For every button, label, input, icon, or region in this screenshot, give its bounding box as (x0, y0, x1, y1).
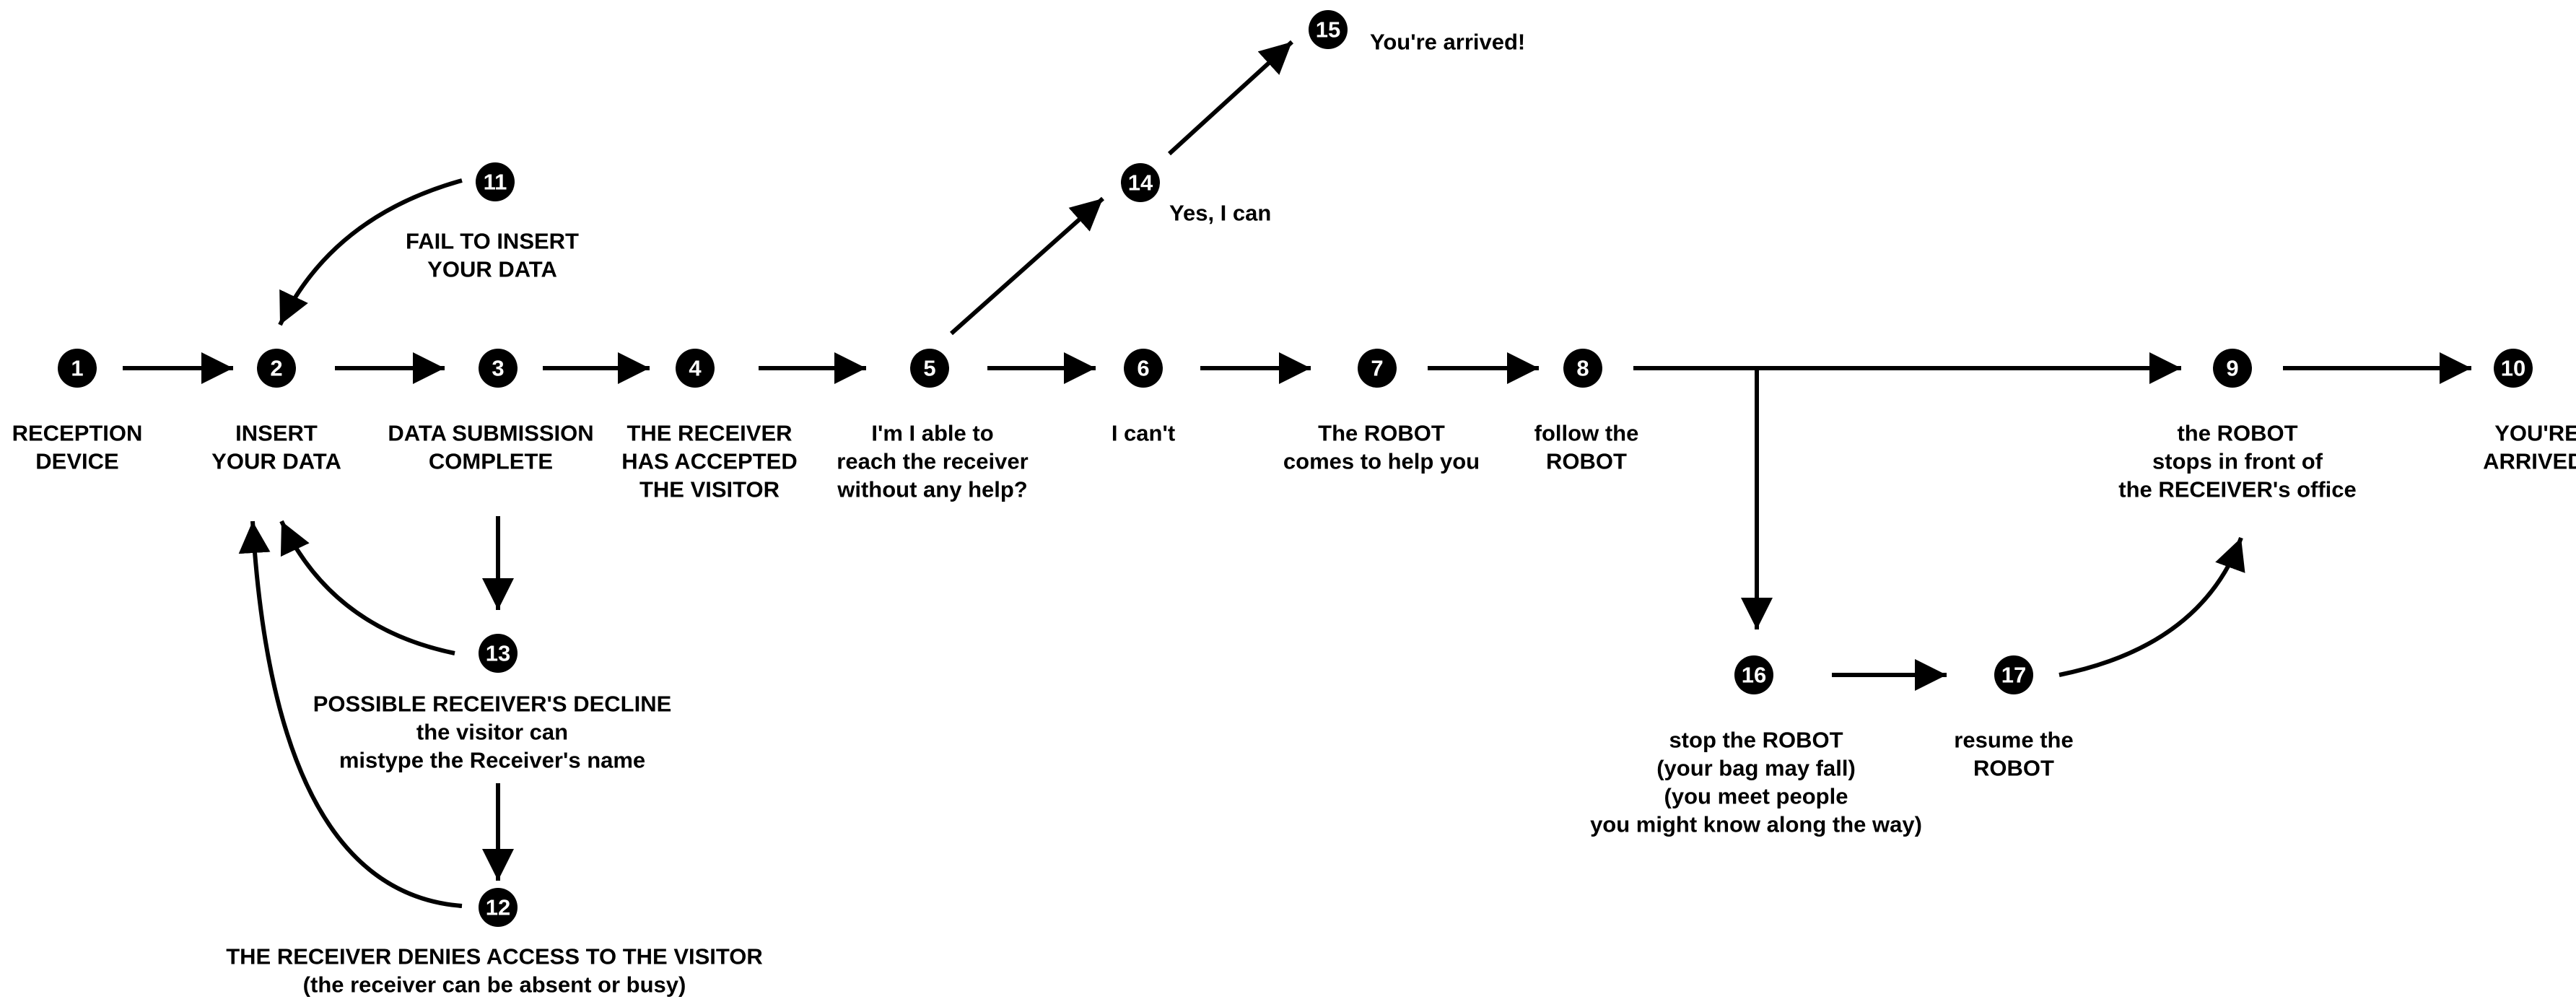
node-4-circle (676, 349, 715, 388)
arrow-11-to-2 (278, 178, 463, 326)
node-10-circle (2494, 349, 2533, 388)
arrow-17-to-9 (2058, 536, 2245, 677)
node-1-label-line: DEVICE (35, 449, 118, 474)
connectors (123, 40, 2471, 908)
node-16-label-line: (your bag may fall) (1656, 756, 1856, 781)
node-13-number: 13 (486, 641, 510, 666)
node-7-circle (1358, 349, 1397, 388)
node-3-circle (479, 349, 518, 388)
node-8-number: 8 (1576, 356, 1589, 381)
node-11-circle (476, 162, 515, 201)
node-7-number: 7 (1371, 356, 1383, 381)
node-9-label-line: the ROBOT (2177, 421, 2297, 446)
node-8-circle (1563, 349, 1602, 388)
node-3-number: 3 (492, 356, 504, 381)
node-10-number: 10 (2501, 356, 2525, 381)
node-2-label-line: YOUR DATA (211, 449, 341, 474)
node-13-label-line: the visitor can (416, 720, 568, 745)
node-4-number: 4 (689, 356, 702, 381)
node-12-label-line: (the receiver can be absent or busy) (303, 972, 686, 998)
node-7-label-line: comes to help you (1283, 449, 1480, 474)
node-17-label-line: ROBOT (1973, 756, 2054, 781)
node-11-label-line: YOUR DATA (427, 257, 557, 282)
node-15-label-line: You're arrived! (1370, 30, 1525, 55)
node-1-label-line: RECEPTION (12, 421, 143, 446)
node-9: 9 the ROBOT stops in front of the RECEIVER'… (2118, 349, 2357, 502)
node-1-circle (58, 349, 97, 388)
node-16-circle (1734, 655, 1773, 694)
node-9-label-line: the RECEIVER's office (2118, 477, 2357, 502)
node-5-number: 5 (923, 356, 935, 381)
node-17-number: 17 (2001, 663, 2026, 688)
arrow-14-to-15 (1167, 40, 1294, 156)
node-14-label-line: Yes, I can (1169, 201, 1271, 226)
node-5-label-line: I'm I able to (871, 421, 993, 446)
node-6-circle (1124, 349, 1163, 388)
node-3-label-line: DATA SUBMISSION (388, 421, 593, 446)
node-12-number: 12 (486, 895, 510, 920)
node-1-number: 1 (71, 356, 83, 381)
node-5-label-line: without any help? (837, 477, 1028, 502)
node-4-label-line: HAS ACCEPTED (621, 449, 797, 474)
node-12-label-line: THE RECEIVER DENIES ACCESS TO THE VISITO… (226, 944, 763, 969)
node-16-number: 16 (1742, 663, 1766, 688)
node-12-circle (479, 888, 518, 927)
node-16-label-line: you might know along the way) (1590, 812, 1922, 837)
arrow-13-to-2 (279, 520, 455, 655)
node-13-label-line: mistype the Receiver's name (339, 748, 645, 773)
node-7-label-line: The ROBOT (1318, 421, 1445, 446)
node-5-circle (910, 349, 949, 388)
node-5: 5I'm I able to reach the receiver without … (837, 349, 1029, 502)
node-17-circle (1994, 655, 2033, 694)
node-11-number: 11 (484, 170, 507, 195)
arrow-5-to-14 (950, 196, 1104, 336)
node-9-number: 9 (2226, 356, 2238, 381)
node-17-label-line: resume the (1954, 728, 2073, 753)
node-2-number: 2 (270, 356, 282, 381)
node-10-label-line: ARRIVED! (2483, 449, 2576, 474)
node-13-circle (479, 634, 518, 673)
node-11-label-line: FAIL TO INSERT (406, 229, 579, 254)
node-16-label-line: stop the ROBOT (1669, 728, 1843, 753)
node-4-label-line: THE VISITOR (639, 477, 780, 502)
node-4-label-line: THE RECEIVER (626, 421, 792, 446)
node-13-label-line: POSSIBLE RECEIVER'S DECLINE (313, 692, 672, 717)
node-14-circle (1121, 163, 1160, 202)
node-2-label-line: INSERT (235, 421, 318, 446)
node-14-number: 14 (1128, 170, 1153, 196)
node-6-number: 6 (1137, 356, 1149, 381)
node-6: 6 I can't (1112, 349, 1175, 446)
node-6-label-line: I can't (1112, 421, 1175, 446)
node-8-label-line: follow the (1534, 421, 1639, 446)
node-15-circle (1309, 10, 1348, 49)
node-8-label-line: ROBOT (1546, 449, 1627, 474)
node-2-circle (257, 349, 296, 388)
node-10-label-line: YOU'RE (2494, 421, 2576, 446)
node-16-label-line: (you meet people (1664, 784, 1848, 809)
node-15-number: 15 (1316, 17, 1340, 43)
node-3-label-line: COMPLETE (429, 449, 553, 474)
node-5-label-line: reach the receiver (837, 449, 1028, 474)
node-16: 16 stop the ROBOT (your bag may fall) (you … (1590, 655, 1922, 837)
arrow-12-to-2 (238, 520, 463, 908)
node-9-label-line: stops in front of (2152, 449, 2323, 474)
node-9-circle (2213, 349, 2252, 388)
